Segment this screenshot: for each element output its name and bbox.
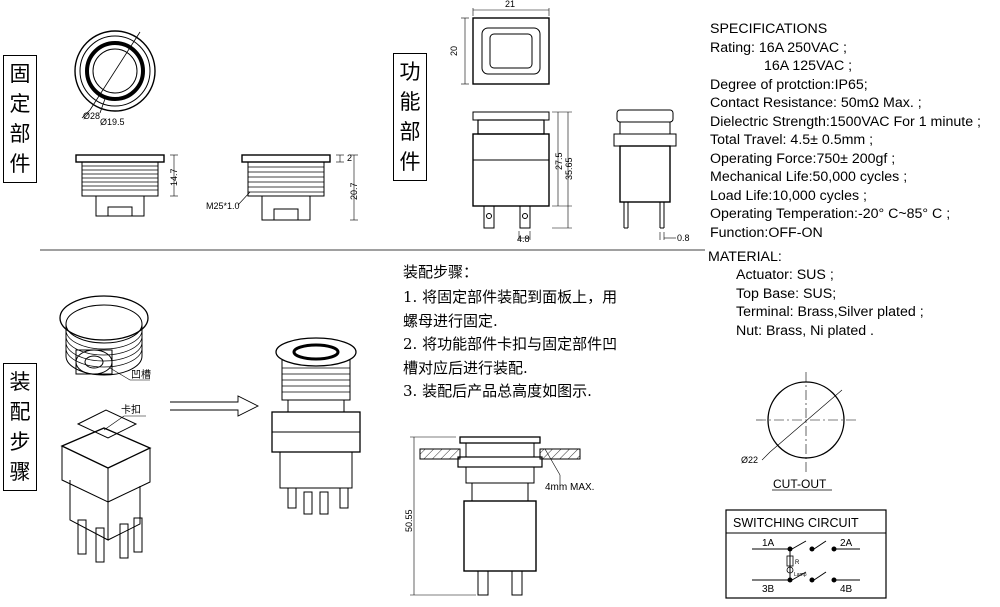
- label-assembly-steps-text: 装配步骤: [9, 370, 31, 484]
- spec-mech-life: Mechanical Life:50,000 cycles ;: [710, 169, 908, 185]
- dim-21: 21: [505, 0, 515, 9]
- dim-2: 2: [347, 153, 352, 163]
- dim-dia-19-5: Ø19.5: [100, 117, 125, 127]
- assembly-functional-part-iso: [60, 409, 152, 563]
- material-nut: Nut: Brass, Ni plated .: [736, 322, 874, 339]
- dim-4-8: 4.8: [517, 234, 530, 244]
- assembly-step-1a: 1. 将固定部件装配到面板上，用: [403, 288, 618, 306]
- fixed-part-side-view-with-nut: [237, 154, 358, 221]
- label-functional-part: 功能部件: [393, 53, 427, 181]
- spec-dielectric: Dielectric Strength:1500VAC For 1 minute…: [710, 113, 981, 130]
- dim-thread-m25: M25*1.0: [206, 201, 240, 211]
- resistor-label: R: [795, 560, 800, 566]
- dim-20-7: 20.7: [349, 182, 359, 200]
- terminal-2a: 2A: [840, 538, 853, 549]
- terminal-3b: 3B: [762, 584, 775, 595]
- callout-clip: 卡扣: [121, 403, 141, 416]
- functional-part-front-view: [472, 111, 572, 240]
- assembly-section-view: [410, 436, 581, 596]
- dim-35-65: 35.65: [564, 157, 574, 180]
- assembly-step-2a: 2. 将功能部件卡扣与固定部件凹: [403, 335, 618, 353]
- assembly-title: 装配步骤：: [403, 263, 479, 281]
- spec-force: Operating Force:750± 200gf ;: [710, 150, 896, 167]
- spec-title: SPECIFICATIONS: [710, 21, 828, 37]
- material-title: MATERIAL:: [708, 249, 782, 265]
- switching-circuit-box: [725, 509, 887, 599]
- label-fixed-part-text: 固定部件: [9, 62, 31, 176]
- material-terminal: Terminal: Brass,Silver plated ;: [736, 304, 924, 320]
- label-fixed-part: 固定部件: [3, 55, 37, 183]
- spec-function: Function:OFF-ON: [710, 224, 823, 241]
- spec-contact-resistance: Contact Resistance: 50mΩ Max. ;: [710, 95, 922, 111]
- dim-panel-4mm: 4mm MAX.: [545, 482, 594, 493]
- terminal-1a: 1A: [762, 538, 775, 549]
- spec-load-life: Load Life:10,000 cycles ;: [710, 187, 867, 204]
- dim-0-8: 0.8: [677, 233, 690, 243]
- functional-part-top-view: [461, 8, 550, 85]
- dim-27-5: 27.5: [554, 152, 564, 170]
- dim-cutout-dia-22: Ø22: [741, 455, 758, 465]
- fixed-part-side-view: [75, 154, 178, 217]
- assembly-direction-arrow: [170, 395, 260, 417]
- label-assembly-steps: 装配步骤: [3, 363, 37, 491]
- assembly-step-1b: 螺母进行固定.: [403, 311, 498, 330]
- dim-dia-28: Ø28: [83, 111, 100, 121]
- dim-20: 20: [449, 46, 459, 56]
- fixed-part-top-view: [74, 30, 156, 119]
- spec-rating-125: 16A 125VAC ;: [764, 58, 853, 74]
- cutout-diagram: [756, 372, 856, 491]
- spec-rating-250: Rating: 16A 250VAC ;: [710, 39, 847, 56]
- terminal-4b: 4B: [840, 584, 853, 595]
- assembly-fixed-part-iso: [59, 295, 150, 381]
- material-actuator: Actuator: SUS ;: [736, 267, 834, 283]
- assembly-product-assembled: [271, 337, 361, 515]
- spec-temperature: Operating Temperation:-20° C~85° C ;: [710, 206, 951, 222]
- cutout-label: CUT-OUT: [773, 477, 827, 491]
- spec-protection: Degree of protction:IP65;: [710, 76, 868, 93]
- spec-travel: Total Travel: 4.5± 0.5mm ;: [710, 132, 874, 148]
- callout-groove: 凹槽: [131, 368, 151, 381]
- assembly-step-3: 3. 装配后产品总高度如图示.: [403, 382, 592, 400]
- lamp-label: Lamp: [794, 572, 807, 578]
- material-top-base: Top Base: SUS;: [736, 285, 837, 302]
- dim-50-55: 50.55: [404, 509, 414, 532]
- circuit-title: SWITCHING CIRCUIT: [733, 516, 859, 530]
- label-functional-part-text: 功能部件: [399, 60, 421, 174]
- assembly-step-2b: 槽对应后进行装配.: [403, 358, 528, 377]
- functional-part-side-view: [613, 109, 677, 240]
- dim-14-7: 14.7: [169, 168, 179, 186]
